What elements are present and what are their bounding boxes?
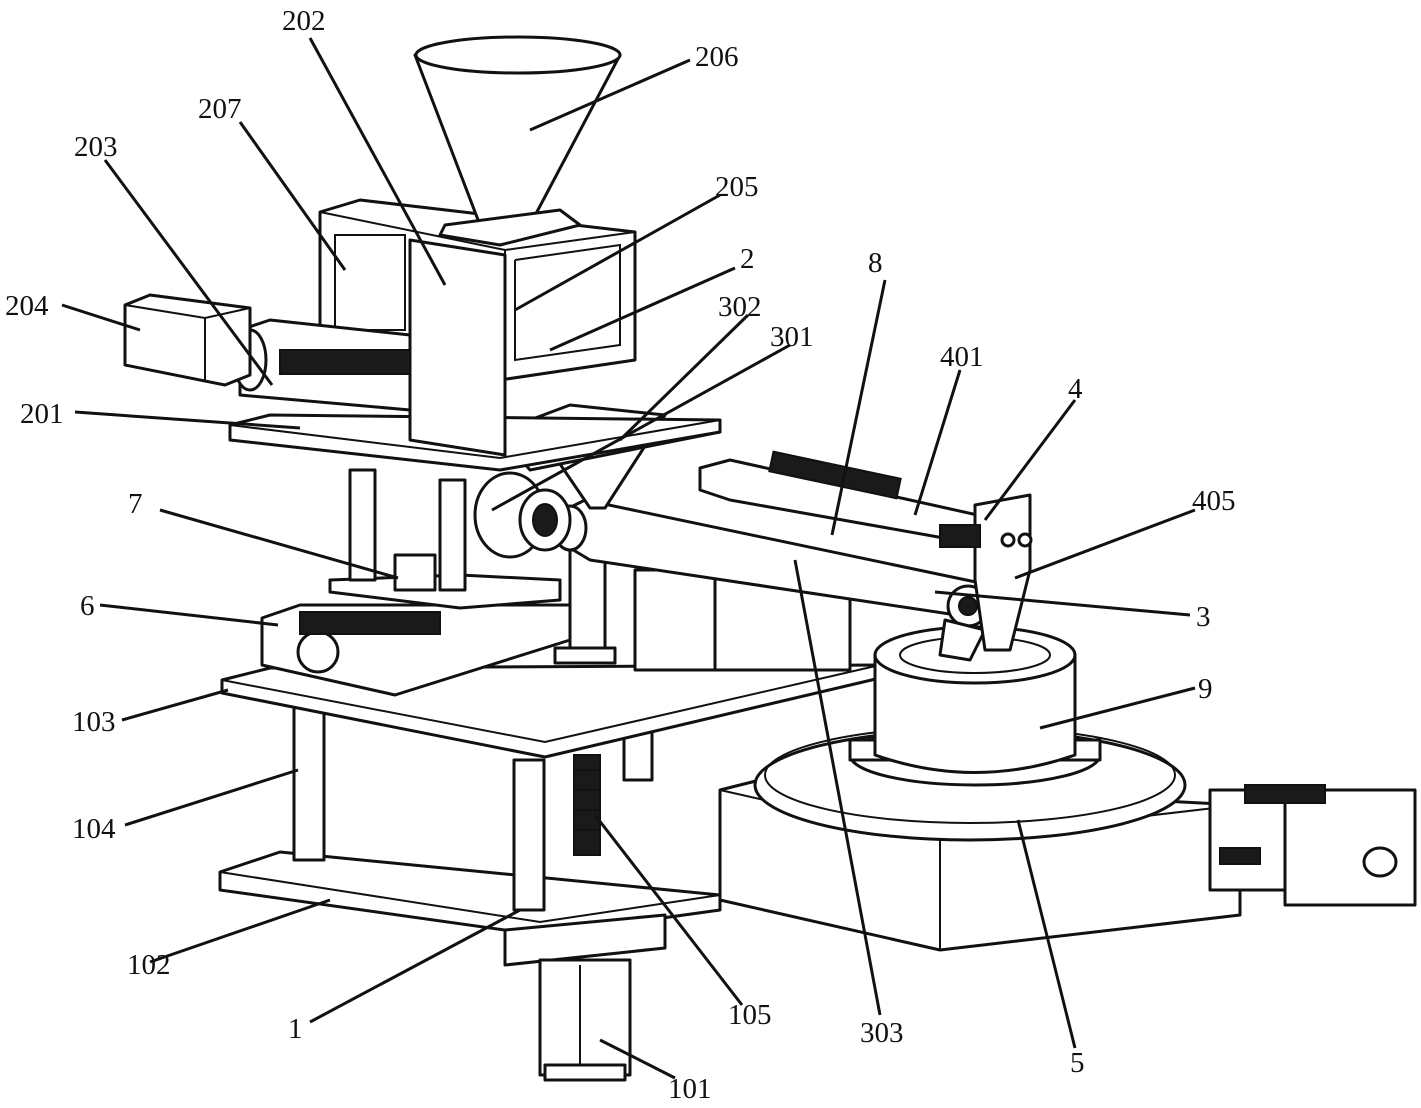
label-9: 9	[1198, 673, 1213, 705]
funnel-hopper-206	[413, 35, 622, 247]
label-201: 201	[20, 398, 64, 430]
label-206: 206	[695, 41, 739, 73]
leader-lines	[61, 37, 1196, 1080]
label-302: 302	[718, 291, 762, 323]
reference-numerals: 202 206 207 203 205 2 8 204 302 301 401 …	[5, 5, 1236, 1105]
support-columns-104	[292, 698, 654, 912]
label-405: 405	[1192, 485, 1236, 517]
label-102: 102	[127, 949, 171, 981]
label-105: 105	[728, 999, 772, 1031]
feeder-housing-202	[408, 238, 507, 457]
collector-cylinder-9	[848, 625, 1102, 787]
label-8: 8	[868, 247, 883, 279]
label-5: 5	[1070, 1047, 1085, 1079]
label-7: 7	[128, 488, 143, 520]
extruder-support-post	[553, 548, 852, 672]
label-207: 207	[198, 93, 242, 125]
label-1: 1	[288, 1013, 303, 1045]
label-204: 204	[5, 290, 49, 322]
label-103: 103	[72, 706, 116, 738]
lead-screw-105	[573, 754, 601, 856]
stepper-motor-204	[123, 293, 252, 387]
extruder-motor-301	[473, 471, 572, 559]
lower-base-plate-102	[218, 850, 722, 937]
label-4: 4	[1068, 373, 1083, 405]
label-6: 6	[80, 590, 95, 622]
slide-block-7	[328, 468, 562, 610]
label-104: 104	[72, 813, 116, 845]
screw-conveyor-203	[232, 318, 412, 412]
label-401: 401	[940, 341, 984, 373]
label-202: 202	[282, 5, 326, 37]
label-101: 101	[668, 1073, 712, 1105]
lift-motor-101	[503, 913, 667, 1082]
label-301: 301	[770, 321, 814, 353]
label-2: 2	[740, 243, 755, 275]
carriage-4	[939, 493, 1033, 652]
label-303: 303	[860, 1017, 904, 1049]
label-203: 203	[74, 131, 118, 163]
label-205: 205	[715, 171, 759, 203]
linear-slide-6	[260, 603, 572, 697]
label-3: 3	[1196, 601, 1211, 633]
rotary-motor	[1208, 784, 1417, 907]
